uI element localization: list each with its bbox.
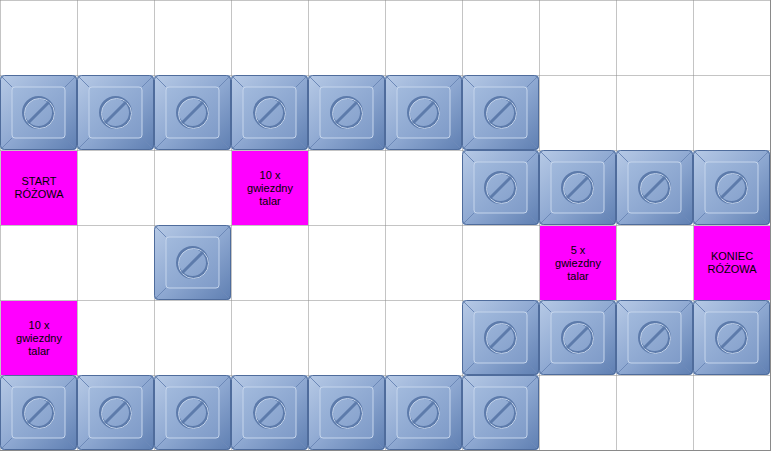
pickup-cell: 5 x gwiezdny talar: [540, 226, 616, 300]
wall-tile: [154, 75, 231, 150]
cell-text-group: 10 x gwiezdny talar: [8, 319, 70, 358]
wall-tile: [77, 75, 154, 150]
pickup-cell: START RÓŻOWA: [1, 151, 77, 225]
wall-tile: [308, 75, 385, 150]
wall-tile: [462, 150, 539, 225]
wall-tile: [231, 75, 308, 150]
wall-tile: [0, 75, 77, 150]
pickup-cell: 10 x gwiezdny talar: [1, 301, 77, 375]
wall-tile: [385, 375, 462, 450]
grid-edge: [770, 0, 771, 451]
cell-label: START RÓŻOWA: [8, 175, 70, 201]
wall-tile: [462, 300, 539, 375]
cell-text-group: START RÓŻOWA: [8, 175, 70, 201]
wall-tile: [308, 375, 385, 450]
cell-label: 5 x gwiezdny talar: [547, 244, 609, 283]
wall-tile: [539, 300, 616, 375]
cell-text-group: 5 x gwiezdny talar: [547, 244, 609, 283]
cell-label: 10 x gwiezdny talar: [239, 169, 301, 208]
wall-tile: [693, 300, 770, 375]
cell-label: 10 x gwiezdny talar: [8, 319, 70, 358]
wall-tiles: [0, 75, 770, 450]
cell-label: KONIEC RÓŻOWA: [701, 250, 763, 276]
wall-tile: [539, 150, 616, 225]
wall-tile: [693, 150, 770, 225]
pickup-cell: KONIEC RÓŻOWA: [694, 226, 770, 300]
wall-tile: [616, 300, 693, 375]
wall-tile: [231, 375, 308, 450]
wall-tile: [385, 75, 462, 150]
cell-text-group: KONIEC RÓŻOWA: [701, 250, 763, 276]
wall-tile: [0, 375, 77, 450]
wall-tile: [616, 150, 693, 225]
wall-tile: [77, 375, 154, 450]
wall-tile: [462, 375, 539, 450]
cell-text-group: 10 x gwiezdny talar: [239, 169, 301, 208]
pickup-cell: 10 x gwiezdny talar: [232, 151, 308, 225]
wall-tile: [154, 375, 231, 450]
wall-tile: [462, 75, 539, 150]
grid-edge: [0, 450, 771, 451]
wall-tile: [154, 225, 231, 300]
